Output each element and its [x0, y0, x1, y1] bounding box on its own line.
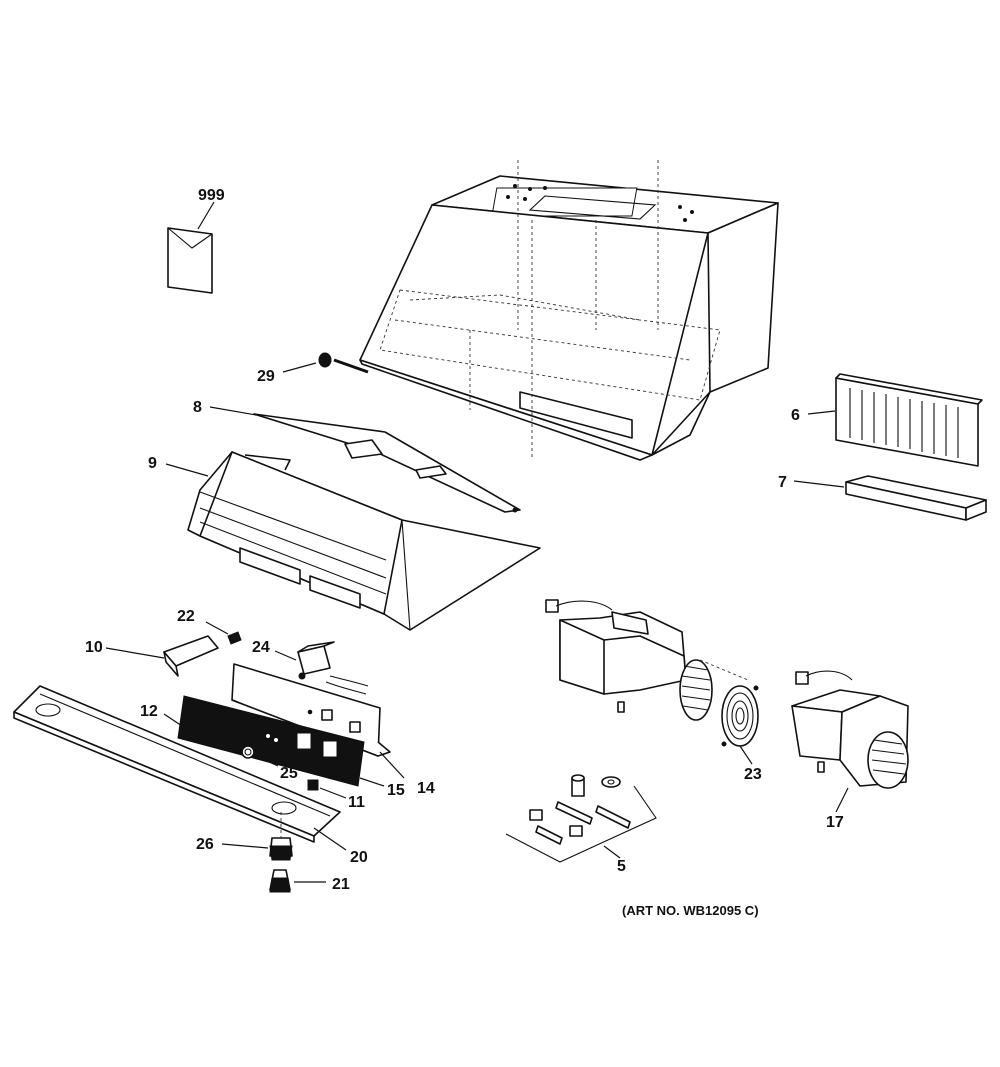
part-25-knob	[241, 745, 255, 759]
callout-17: 17	[826, 814, 844, 831]
part-6-charcoal-filter	[835, 373, 983, 467]
callout-15: 15	[387, 782, 405, 799]
part-9-filter-housing	[187, 451, 541, 631]
part-8-filter-plate	[253, 413, 521, 513]
blower-assembly	[545, 599, 749, 721]
callout-23: 23	[744, 766, 762, 783]
part-24-switch	[297, 641, 369, 695]
callout-9: 9	[148, 455, 157, 472]
callout-10: 10	[85, 639, 103, 656]
part-29-badge	[318, 352, 369, 374]
callout-22: 22	[177, 608, 195, 625]
part-23-blower-grille	[721, 685, 759, 747]
callout-20: 20	[350, 849, 368, 866]
callout-7: 7	[778, 474, 787, 491]
callout-11: 11	[348, 794, 365, 811]
part-12-switch	[181, 725, 192, 737]
range-hood-body	[359, 160, 779, 461]
callout-29: 29	[257, 368, 275, 385]
callout-25: 25	[280, 765, 298, 782]
callout-999: 999	[198, 187, 225, 204]
callout-8: 8	[193, 399, 202, 416]
part-10-bracket	[163, 635, 219, 677]
part-22-clip	[227, 631, 242, 645]
part-999-literature-envelope	[167, 227, 213, 294]
part-5-hardware-kit	[505, 774, 657, 863]
part-17-blower	[791, 670, 909, 789]
part-7-filter-tray	[845, 475, 987, 521]
part-20-light-bar	[13, 685, 341, 843]
callout-21: 21	[332, 876, 350, 893]
part-21-bulb	[269, 869, 291, 893]
callout-24: 24	[252, 639, 270, 656]
callout-5: 5	[617, 858, 626, 875]
part-11-switch	[307, 779, 319, 791]
part-26-lamp-socket	[269, 812, 293, 861]
callout-26: 26	[196, 836, 214, 853]
callout-6: 6	[791, 407, 800, 424]
callout-14: 14	[417, 780, 435, 797]
callout-12: 12	[140, 703, 158, 720]
art-number: (ART NO. WB12095 C)	[622, 903, 759, 918]
